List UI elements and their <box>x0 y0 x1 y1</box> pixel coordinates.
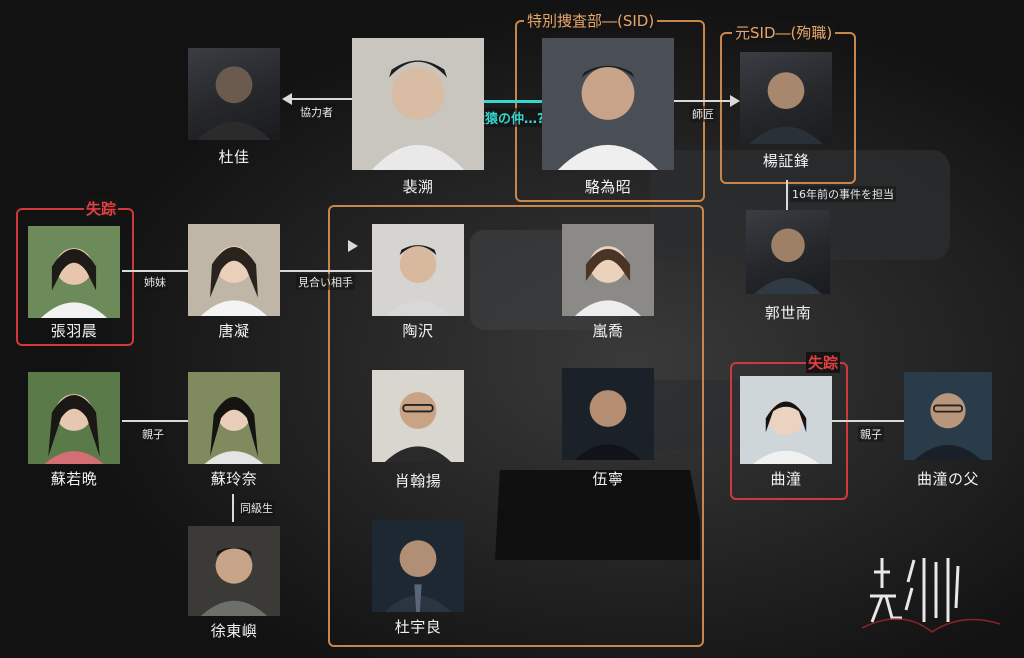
parent-child-label-2: 親子 <box>858 426 884 442</box>
parent-child-line-2 <box>832 420 906 422</box>
parent-child-label-1: 親子 <box>140 426 166 442</box>
name-guo-shinan: 郭世南 <box>764 304 812 322</box>
portrait-qu-tong-father <box>904 372 992 460</box>
name-yang-zhengfeng: 楊証鋒 <box>762 152 810 170</box>
name-fei-du: 裴溯 <box>402 178 434 196</box>
matchmaking-label: 見合い相手 <box>296 274 355 290</box>
portrait-du-jia <box>188 48 280 140</box>
classmates-label: 同級生 <box>238 500 275 516</box>
arrow-left-icon <box>282 93 292 105</box>
name-xiao-hanyang: 肖翰揚 <box>394 472 442 490</box>
portrait-su-lingnai <box>188 372 280 464</box>
portrait-guo-shinan <box>746 210 830 294</box>
sid-group-box-main <box>328 205 704 647</box>
matchmaking-line <box>280 270 372 272</box>
case-label: 16年前の事件を担当 <box>790 186 896 202</box>
portrait-tao-ze <box>372 224 464 316</box>
name-su-lingnai: 蘇玲奈 <box>210 470 258 488</box>
name-tang-ning: 唐凝 <box>218 322 250 340</box>
name-lan-qiao: 嵐喬 <box>592 322 624 340</box>
arrow-right-icon <box>348 240 358 252</box>
name-wu-ning: 伍寧 <box>592 470 624 488</box>
portrait-su-ruowan <box>28 372 120 464</box>
dog-monkey-line <box>484 100 542 103</box>
missing-label-qu: 失踪 <box>806 352 841 373</box>
name-luo-weizhao: 駱為昭 <box>584 178 632 196</box>
name-du-yuliang: 杜宇良 <box>394 618 442 636</box>
sisters-label: 姉妹 <box>142 274 168 290</box>
show-logo <box>862 558 1001 633</box>
portrait-xu-dongyu <box>188 526 280 616</box>
missing-box-qu <box>730 362 848 500</box>
collaborator-label: 協力者 <box>298 104 335 120</box>
arrow-right-icon <box>730 95 740 107</box>
missing-box-zhang <box>16 208 134 346</box>
mentor-line <box>674 100 732 102</box>
collaborator-line <box>290 98 352 100</box>
name-su-ruowan: 蘇若晩 <box>50 470 98 488</box>
case-line <box>786 180 788 210</box>
classmates-line <box>232 494 234 522</box>
name-zhang-yuchen: 張羽晨 <box>50 322 98 340</box>
portrait-qu-tong <box>740 376 832 464</box>
name-du-jia: 杜佳 <box>218 148 250 166</box>
portrait-zhang-yuchen <box>28 226 120 318</box>
missing-label-zhang: 失踪 <box>84 198 119 219</box>
portrait-wu-ning <box>562 368 654 460</box>
former-sid-group-title: 元SID―(殉職) <box>732 22 836 43</box>
portrait-lan-qiao <box>562 224 654 316</box>
dog-monkey-label: 犬猿の仲…? <box>470 108 547 127</box>
sisters-line <box>122 270 188 272</box>
name-xu-dongyu: 徐東嶼 <box>210 622 258 640</box>
parent-child-line-1 <box>122 420 188 422</box>
portrait-yang-zhengfeng <box>740 52 832 144</box>
name-qu-tong: 曲潼 <box>770 470 802 488</box>
portrait-xiao-hanyang <box>372 370 464 462</box>
portrait-du-yuliang <box>372 520 464 612</box>
portrait-tang-ning <box>188 224 280 316</box>
mentor-label: 師匠 <box>690 106 716 122</box>
sid-group-title: 特別捜査部―(SID) <box>524 10 658 31</box>
name-qu-tong-father: 曲潼の父 <box>916 470 979 488</box>
portrait-fei-du <box>352 38 484 170</box>
name-tao-ze: 陶沢 <box>402 322 434 340</box>
portrait-luo-weizhao <box>542 38 674 170</box>
